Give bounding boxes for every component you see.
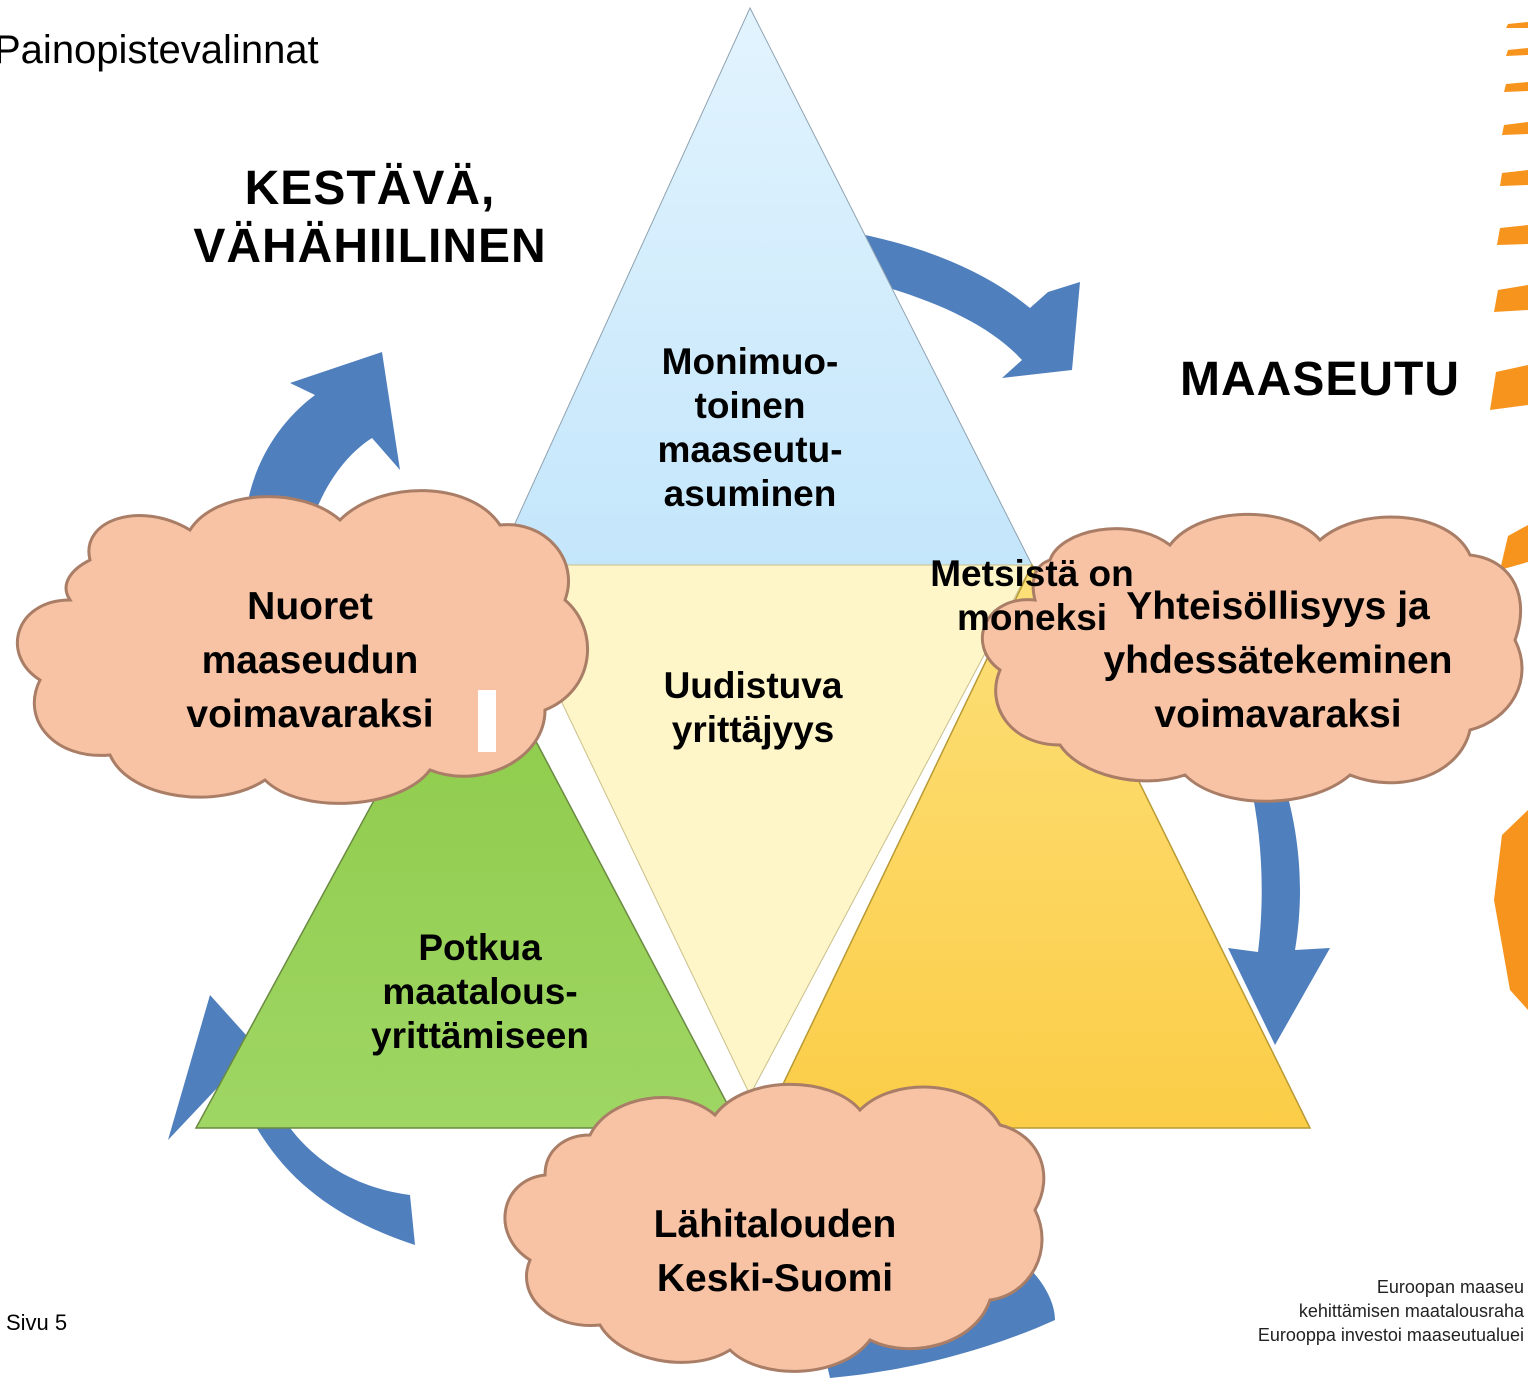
- triangle-right-caption: Metsistä on moneksi: [882, 552, 1182, 640]
- triangle-top-line4: asuminen: [663, 473, 837, 514]
- arrow-top-right: [865, 235, 1080, 378]
- heading-sustainable-line2: VÄHÄHIILINEN: [193, 220, 547, 273]
- heading-sustainable: KESTÄVÄ, VÄHÄHIILINEN: [160, 160, 580, 276]
- cloud-right-line3: voimavaraksi: [1154, 693, 1402, 736]
- cloud-right: [981, 512, 1524, 803]
- cloud-left-label: Nuoret maaseudun voimavaraksi: [160, 580, 460, 742]
- cloud-left-whitebar: [478, 690, 496, 752]
- triangle-top-line1: Monimuo-: [661, 341, 839, 382]
- triangle-right-line2: moneksi: [956, 597, 1108, 638]
- cloud-bottom-label: Lähitalouden Keski-Suomi: [620, 1198, 930, 1306]
- triangle-left-line3: yrittämiseen: [371, 1015, 589, 1056]
- arrow-left-up: [168, 995, 415, 1245]
- triangle-left: [194, 618, 742, 1129]
- arrow-right-down: [1228, 770, 1330, 1045]
- triangle-left-line2: maatalous-: [382, 971, 578, 1012]
- cloud-right-line1: Yhteisöllisyys ja: [1126, 585, 1430, 628]
- triangle-top-line3: maaseutu-: [657, 429, 843, 470]
- cloud-left: [15, 489, 589, 805]
- cloud-right-line2: yhdessätekeminen: [1103, 639, 1453, 682]
- triangle-center: [495, 564, 1033, 1097]
- footer-line3: Eurooppa investoi maaseutualuei: [1257, 1325, 1524, 1345]
- page-number: Sivu 5: [6, 1310, 68, 1335]
- triangle-center-label: Uudistuva yrittäjyys: [600, 664, 906, 752]
- heading-sustainable-line1: KESTÄVÄ,: [244, 162, 496, 215]
- cloud-left-line1: Nuoret: [247, 585, 373, 628]
- triangle-center-line2: yrittäjyys: [671, 709, 835, 750]
- triangle-right: [760, 563, 1312, 1129]
- heading-countryside: MAASEUTU: [1180, 353, 1460, 406]
- cloud-right-label: Yhteisöllisyys ja yhdessätekeminen voima…: [1078, 580, 1478, 742]
- triangle-center-line1: Uudistuva: [663, 665, 843, 706]
- cloud-bottom-line1: Lähitalouden: [653, 1203, 897, 1246]
- brand-stripes: [1490, 22, 1528, 1010]
- triangle-top-label: Monimuo- toinen maaseutu- asuminen: [600, 340, 900, 516]
- cloud-left-line2: maaseudun: [201, 639, 419, 682]
- arrow-left-top: [245, 352, 400, 530]
- cloud-bottom: [503, 1082, 1046, 1373]
- footer-funding-text: Euroopan maaseu kehittämisen maatalousra…: [1258, 1275, 1524, 1347]
- cloud-bottom-line2: Keski-Suomi: [656, 1257, 894, 1300]
- footer-line1: Euroopan maaseu: [1376, 1277, 1524, 1297]
- cloud-left-line3: voimavaraksi: [186, 693, 434, 736]
- triangle-left-line1: Potkua: [418, 927, 542, 968]
- triangle-top-line2: toinen: [694, 385, 806, 426]
- triangle-right-line1: Metsistä on: [930, 553, 1134, 594]
- page-title: Painopistevalinnat: [0, 28, 319, 72]
- footer-line2: kehittämisen maatalousraha: [1298, 1301, 1524, 1321]
- triangle-left-label: Potkua maatalous- yrittämiseen: [330, 926, 630, 1058]
